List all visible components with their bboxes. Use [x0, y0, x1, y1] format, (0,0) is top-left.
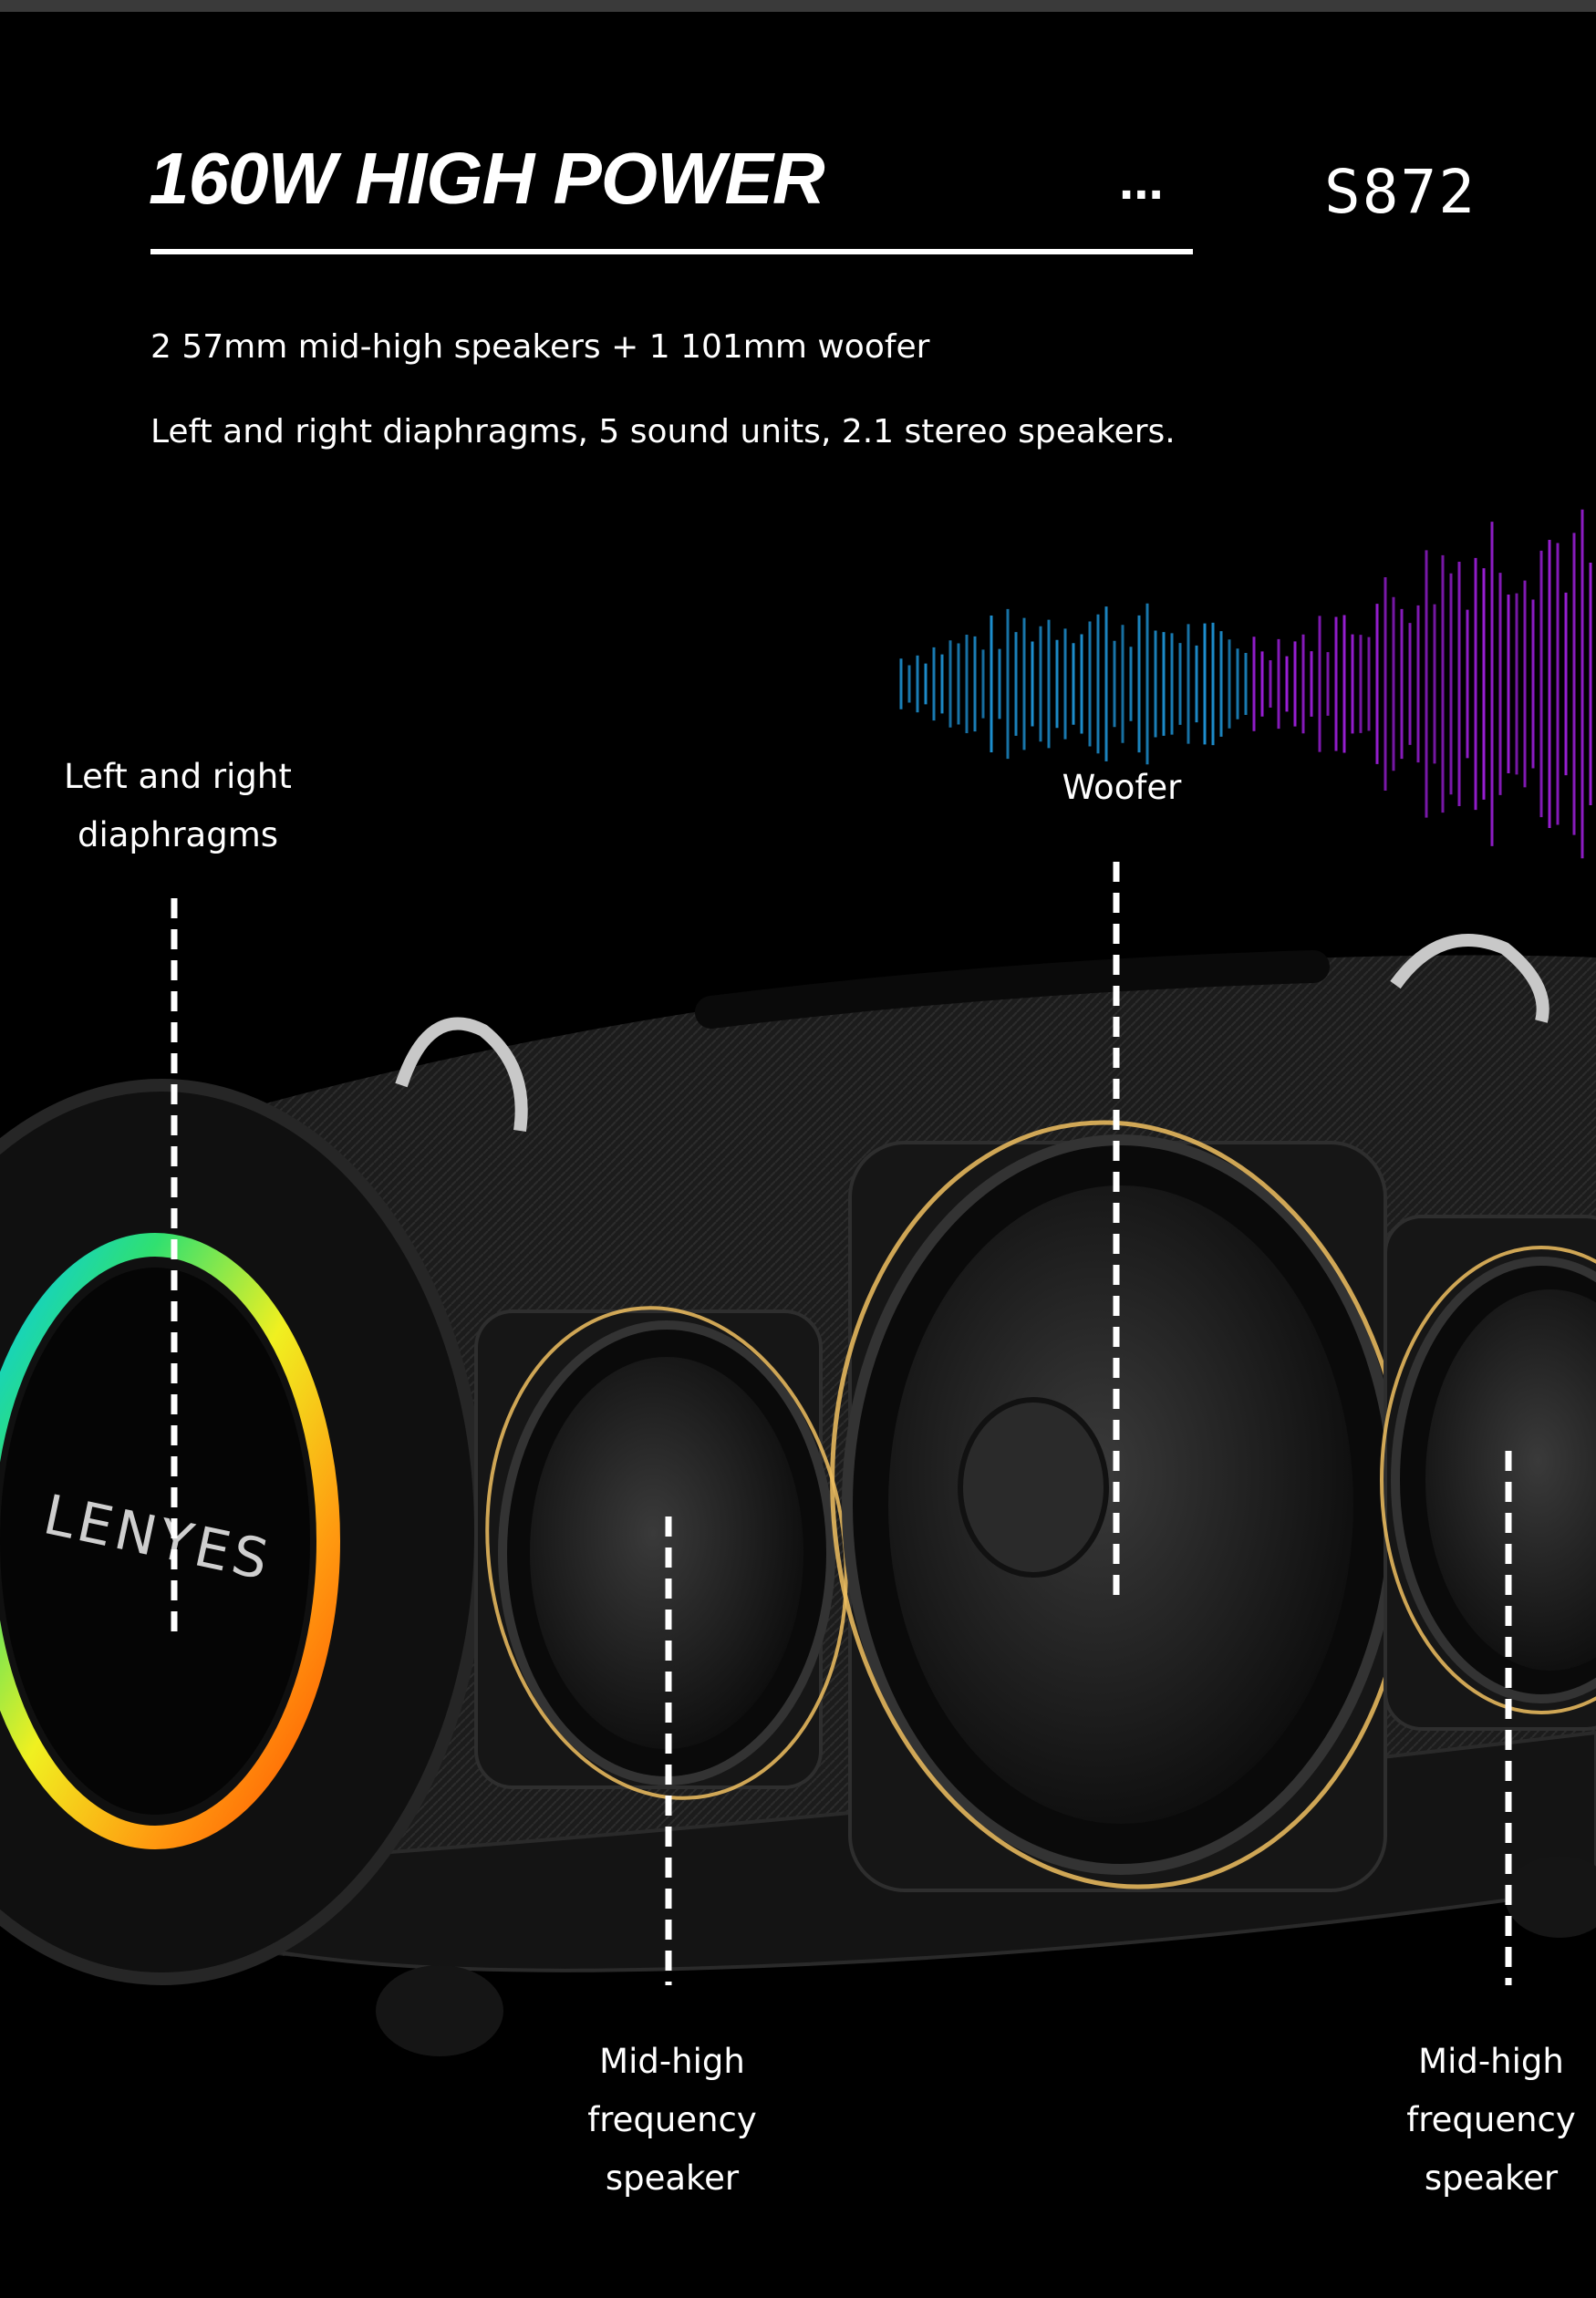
control-panel: [695, 950, 1330, 1029]
sound-waveform: [899, 509, 1592, 859]
model-number: S872: [1324, 157, 1477, 227]
top-bar: [0, 0, 1596, 12]
handle-left: [395, 1017, 528, 1132]
handle-right: [1390, 934, 1549, 1023]
foot-left: [376, 1965, 503, 2056]
callout-woofer: Woofer: [1062, 768, 1182, 807]
mid-high-cone-right: [1425, 1289, 1596, 1671]
diaphragm: [0, 1268, 310, 1815]
spec-line-drivers: 2 57mm mid-high speakers + 1 101mm woofe…: [150, 328, 930, 366]
title-underline: [150, 249, 1193, 254]
more-dots-icon: ...: [1118, 159, 1165, 210]
callout-mid-high-right: Mid-high frequency speaker: [1406, 2042, 1576, 2198]
woofer-dust-cap: [958, 1397, 1109, 1578]
glow-ring: [1380, 1246, 1596, 1714]
foot-right: [1505, 1856, 1596, 1938]
spec-line-units: Left and right diaphragms, 5 sound units…: [150, 413, 1176, 450]
woofer-cone: [888, 1185, 1353, 1824]
callout-diaphragms: Left and right diaphragms: [64, 757, 292, 854]
rgb-ring-light: [0, 1233, 340, 1849]
callout-mid-high-left: Mid-high frequency speaker: [587, 2042, 757, 2198]
page-title: 160W HIGH POWER: [149, 138, 825, 219]
